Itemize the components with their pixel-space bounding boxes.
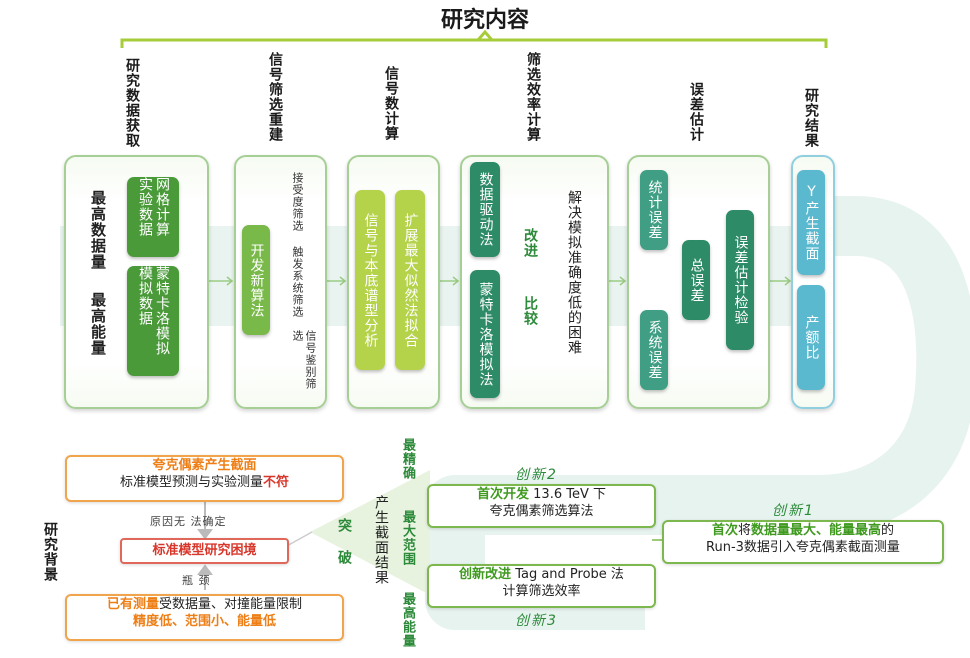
label-max-energy: 最高能量 [89, 292, 107, 356]
column-heading-signal-reconstruction: 信号筛选重建 [267, 52, 283, 142]
quality-most-precise: 最精确 [400, 438, 415, 480]
pill-monte-carlo-method: 蒙特卡洛模拟法 [470, 270, 500, 398]
column-heading-error-estimation: 误差估计 [688, 82, 704, 142]
label-max-data: 最高数据量 [89, 190, 107, 270]
box-standard-model-dilemma: 标准模型研究困境 [120, 538, 289, 564]
step-signal-discrimination: 信号鉴别筛选 [291, 330, 317, 390]
box-existing-measurements: 已有测量受数据量、对撞能量限制 精度低、范围小、能量低 [65, 594, 344, 641]
quality-widest-range: 最大范围 [400, 510, 415, 566]
quality-highest-energy: 最高能量 [400, 592, 415, 648]
pill-grid-computing-data: 网格计算 实验数据 [127, 177, 179, 257]
pill-systematic-error: 系统误差 [640, 310, 668, 390]
diagram-title: 研究内容 [440, 8, 529, 33]
pill-monte-carlo-data: 蒙特卡洛模拟 模拟数据 [127, 266, 179, 376]
label-bottleneck: 瓶 颈 [182, 574, 211, 587]
innovation-2-title: 创新2 [515, 467, 558, 483]
innovation-2-line2: 夸克偶素筛选算法 [489, 504, 594, 519]
pill-yield-ratio: 产额比 [797, 285, 825, 390]
text-resolve-accuracy: 解决模拟准确度低的困难 [566, 190, 582, 355]
column-heading-data-acquisition: 研究数据获取 [124, 58, 140, 148]
innovation-1-title: 创新1 [772, 503, 815, 519]
box-innovation-2: 首次开发 13.6 TeV 下 夸克偶素筛选算法 [427, 484, 656, 528]
pill-cross-section: Υ产生截面 [797, 170, 825, 275]
innovation-3-line1: 创新改进 Tag and Probe 法 [459, 567, 624, 582]
box-innovation-3: 创新改进 Tag and Probe 法 计算筛选效率 [427, 564, 656, 608]
box-bottom-line2: 精度低、范围小、能量低 [132, 614, 276, 629]
label-improve: 改进 [522, 228, 538, 258]
step-trigger-cut: 触发系统筛选 [291, 246, 304, 318]
label-compare: 比较 [522, 296, 538, 326]
label-breakthrough: 突 破 [336, 518, 352, 565]
box-top-line2: 标准模型预测与实验测量不符 [119, 475, 290, 490]
column-heading-results: 研究结果 [803, 88, 819, 148]
column-heading-efficiency: 筛选效率计算 [525, 52, 541, 142]
box-top-line1: 夸克偶素产生截面 [152, 458, 257, 473]
pill-data-driven: 数据驱动法 [470, 162, 500, 257]
label-reason-unknown: 原因无 法确定 [150, 515, 227, 528]
box-quarkonium-cross-section: 夸克偶素产生截面 标准模型预测与实验测量不符 [65, 455, 344, 502]
step-acceptance-cut: 接受度筛选 [291, 172, 304, 232]
label-research-background: 研究背景 [42, 522, 58, 582]
innovation-1-line2: Run-3数据引入夸克偶素截面测量 [706, 540, 900, 555]
box-innovation-1: 首次将数据量最大、能量最高的 Run-3数据引入夸克偶素截面测量 [662, 520, 944, 564]
pill-likelihood-fit: 扩展最大似然法拟合 [395, 190, 425, 370]
innovation-1-line1: 首次将数据量最大、能量最高的 [711, 523, 895, 538]
pill-spectrum-analysis: 信号与本底谱型分析 [355, 190, 385, 370]
label-cross-section-result: 产生截面结果 [373, 495, 389, 585]
innovation-2-line1: 首次开发 13.6 TeV 下 [477, 487, 606, 502]
column-heading-signal-count: 信号数计算 [383, 66, 399, 141]
innovation-3-title: 创新3 [515, 613, 558, 629]
pill-statistical-error: 统计误差 [640, 170, 668, 250]
pill-new-algorithm: 开发新算法 [242, 225, 270, 335]
pill-total-error: 总误差 [682, 240, 710, 320]
pill-error-check: 误差估计检验 [726, 210, 754, 350]
box-bottom-line1: 已有测量受数据量、对撞能量限制 [106, 597, 303, 612]
innovation-3-line2: 计算筛选效率 [502, 584, 581, 599]
